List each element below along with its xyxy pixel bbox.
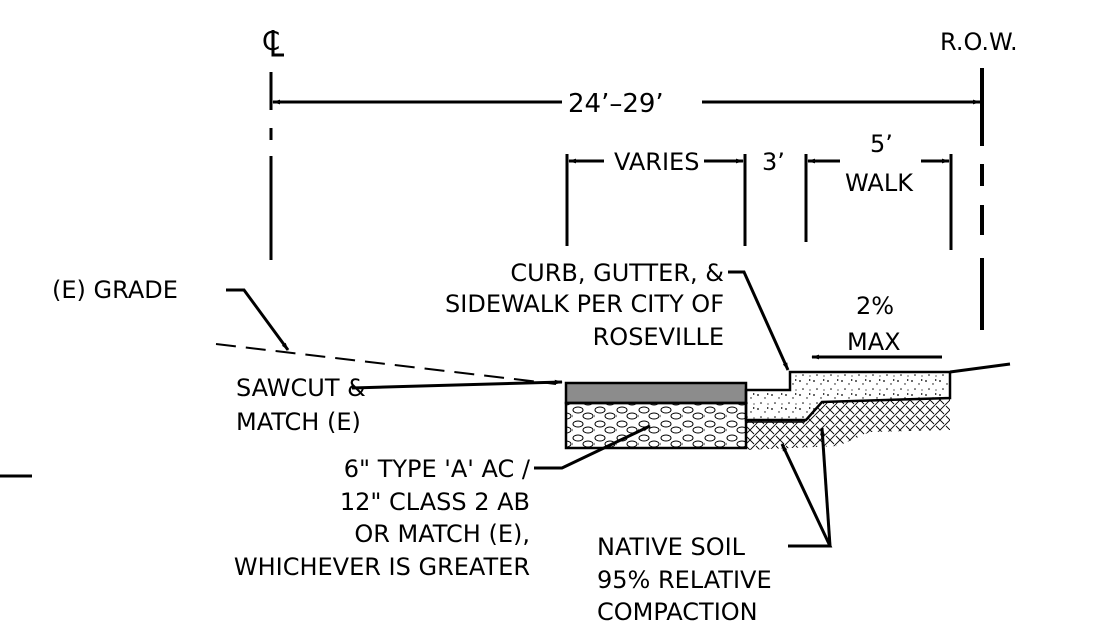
centerline-symbol: C <box>262 27 284 57</box>
base-layer <box>564 401 748 450</box>
walk-label: WALK <box>845 169 914 197</box>
centerline-l-mark <box>271 30 284 57</box>
ac-layer <box>564 381 748 405</box>
varies-label: VARIES <box>614 148 699 176</box>
soil-label-line-2: 95% RELATIVE <box>597 566 772 594</box>
curb-label-line-3: ROSEVILLE <box>593 323 724 351</box>
slope-pct-label: 2% <box>856 292 894 320</box>
soil-callout: NATIVE SOIL 95% RELATIVE COMPACTION <box>597 427 833 626</box>
existing-grade-line <box>215 343 557 385</box>
ground-beyond-row <box>949 362 1011 374</box>
pavement-label-line-2: 12" CLASS 2 AB <box>340 488 530 516</box>
overall-dimension: 24’–29’ <box>272 89 981 119</box>
pavement-dimensions: VARIES 3’ 5’ WALK <box>565 130 953 250</box>
slope-max-label: MAX <box>847 328 901 356</box>
curb-gutter-sidewalk <box>744 370 952 422</box>
pavement-label-line-3: OR MATCH (E), <box>354 520 530 548</box>
sawcut-label-line-1: SAWCUT & <box>236 374 366 402</box>
pavement-callout: 6" TYPE 'A' AC / 12" CLASS 2 AB OR MATCH… <box>234 424 651 581</box>
gutter-width-label: 3’ <box>762 148 785 176</box>
overall-dimension-label: 24’–29’ <box>568 89 664 119</box>
pavement-label-line-4: WHICHEVER IS GREATER <box>234 553 530 581</box>
soil-label-line-3: COMPACTION <box>597 598 758 626</box>
soil-label-line-1: NATIVE SOIL <box>597 533 746 561</box>
sawcut-label-line-2: MATCH (E) <box>236 408 361 436</box>
native-soil-hatch <box>746 398 950 450</box>
centerline-c: C <box>262 27 280 57</box>
existing-grade-callout: (E) GRADE <box>52 276 290 351</box>
existing-grade-label: (E) GRADE <box>52 276 178 304</box>
curb-label-line-1: CURB, GUTTER, & <box>510 259 724 287</box>
curb-callout: CURB, GUTTER, & SIDEWALK PER CITY OF ROS… <box>445 259 790 371</box>
pavement-label-line-1: 6" TYPE 'A' AC / <box>344 455 531 483</box>
walk-width-label: 5’ <box>870 130 893 158</box>
sawcut-callout: SAWCUT & MATCH (E) <box>236 374 563 436</box>
row-label: R.O.W. <box>940 28 1018 56</box>
curb-label-line-2: SIDEWALK PER CITY OF <box>445 290 724 318</box>
